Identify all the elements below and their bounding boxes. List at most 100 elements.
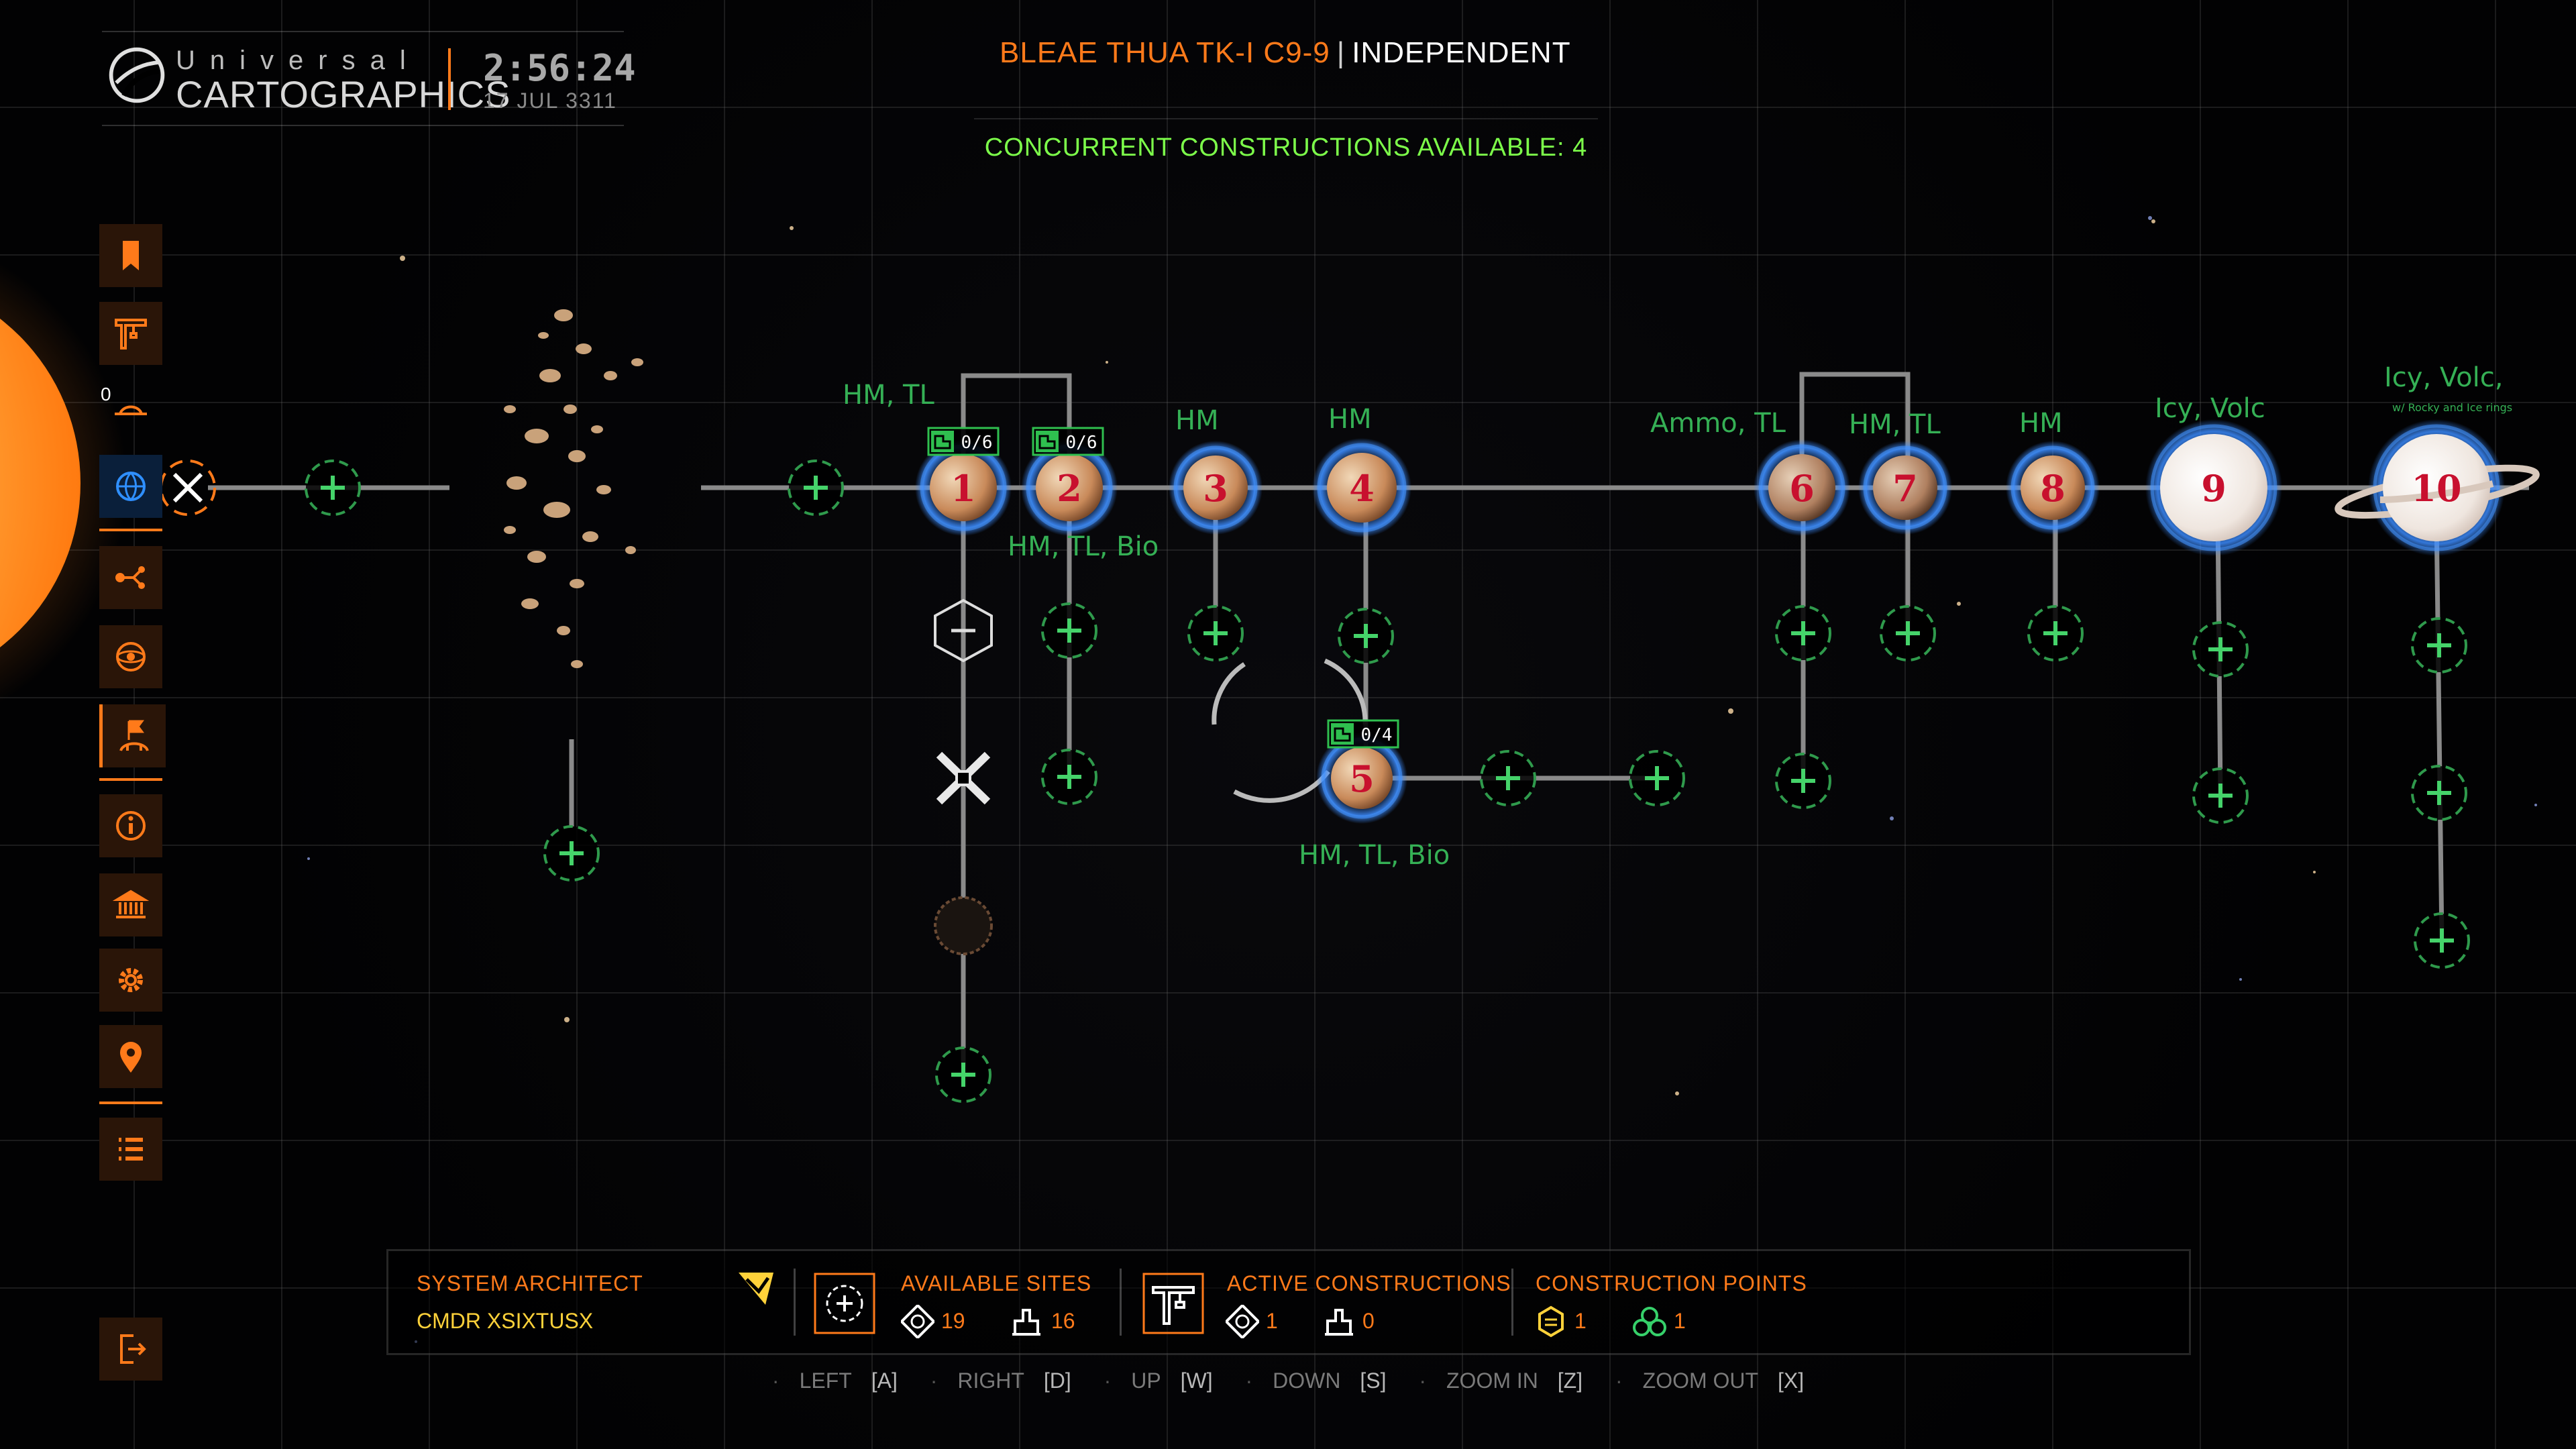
build-site-plus-icon[interactable]: [2192, 767, 2249, 824]
build-site-plus-icon[interactable]: [2411, 617, 2467, 674]
planet-economy-tag: HM: [2019, 408, 2063, 439]
route-icon: [115, 566, 145, 589]
planet-number: 8: [2040, 467, 2065, 510]
control-right[interactable]: ·RIGHT [D]: [930, 1368, 1071, 1393]
build-site-plus-icon[interactable]: [1775, 753, 1831, 809]
game-date: 17 JUL 3311: [483, 89, 617, 113]
moon-dark-marker[interactable]: [934, 896, 993, 955]
build-site-plus-icon[interactable]: [1187, 605, 1244, 661]
sidebar-location[interactable]: [99, 1025, 162, 1088]
panel-divider: [1511, 1269, 1513, 1336]
brand-line-2: CARTOGRAPHICS: [176, 73, 511, 115]
planet-1[interactable]: 1: [915, 439, 1012, 536]
control-left[interactable]: ·LEFT [A]: [771, 1368, 898, 1393]
architect-label: SYSTEM ARCHITECT: [417, 1271, 643, 1295]
planet-9[interactable]: 9: [2145, 419, 2282, 556]
settings-icon: [119, 968, 143, 992]
planet-3[interactable]: 3: [1169, 441, 1263, 535]
planet-economy-tag: Ammo, TL: [1650, 408, 1786, 439]
construction-points-label: CONSTRUCTION POINTS: [1536, 1271, 1807, 1295]
build-site-plus-icon[interactable]: [543, 825, 600, 881]
planet-economy-tag: Icy, Volc: [2155, 393, 2265, 424]
architect-flag-icon[interactable]: [736, 1270, 776, 1307]
tier2-points-count: 1: [1574, 1309, 1587, 1333]
control-zoom-out[interactable]: ·ZOOM OUT [X]: [1615, 1368, 1805, 1393]
architect-name: CMDR XSIXTUSX: [417, 1309, 594, 1333]
planet-7[interactable]: 7: [1858, 441, 1952, 535]
build-site-plus-icon[interactable]: [2411, 765, 2467, 821]
asteroid-belt[interactable]: [504, 309, 643, 668]
cartographics-logo-icon: [109, 47, 165, 103]
planet-6[interactable]: 6: [1754, 439, 1850, 536]
build-site-plus-icon[interactable]: [2192, 621, 2249, 678]
star-sun[interactable]: [0, 228, 127, 738]
sidebar-bookmarks[interactable]: [99, 224, 162, 287]
planet-number: 10: [2411, 467, 2461, 510]
build-site-plus-icon[interactable]: [2414, 912, 2470, 969]
planet-10[interactable]: 10: [2334, 419, 2540, 556]
government-icon: [112, 890, 150, 918]
panel-divider: [794, 1269, 796, 1336]
control-down[interactable]: ·DOWN [S]: [1245, 1368, 1387, 1393]
controls-hint: ·LEFT [A] ·RIGHT [D] ·UP [W] ·DOWN [S] ·…: [0, 1368, 2576, 1393]
build-site-plus-icon[interactable]: [1775, 605, 1831, 661]
landing-pad-icon: [115, 405, 147, 415]
planet-number: 5: [1349, 757, 1375, 800]
sidebar-exit[interactable]: [99, 1318, 162, 1381]
sidebar-planet-scan[interactable]: [99, 625, 162, 688]
planet-4[interactable]: 4: [1312, 438, 1411, 537]
build-site-plus-icon[interactable]: [1480, 750, 1536, 806]
bookmark-icon: [123, 241, 139, 270]
planet-economy-tag: HM, TL: [1849, 409, 1941, 440]
sidebar-construction[interactable]: [99, 302, 162, 365]
build-site-plus-icon[interactable]: [788, 460, 844, 516]
planet-number: 9: [2201, 467, 2226, 510]
build-site-plus-icon[interactable]: [1041, 749, 1097, 805]
build-site-plus-icon[interactable]: [1041, 602, 1097, 659]
surface-station-icon: [1325, 1309, 1353, 1336]
outpost-marker[interactable]: [936, 751, 991, 805]
sidebar-landing[interactable]: [99, 376, 162, 439]
build-site-plus-icon[interactable]: [935, 1046, 991, 1103]
available-sites-label: AVAILABLE SITES: [901, 1271, 1092, 1295]
planet-scan-icon: [116, 642, 146, 672]
sidebar-colonisation[interactable]: [99, 704, 166, 767]
station-coriolis-marker[interactable]: [934, 598, 993, 663]
system-name: BLEAE THUA TK-I C9-9: [1000, 36, 1330, 69]
divider: [448, 48, 451, 110]
sidebar-divider: [99, 778, 162, 781]
control-zoom-in[interactable]: ·ZOOM IN [Z]: [1419, 1368, 1583, 1393]
exit-icon: [120, 1334, 146, 1364]
sidebar-list[interactable]: [99, 1118, 162, 1181]
build-site-plus-icon[interactable]: [1338, 608, 1394, 664]
tier3-points-icon: [1633, 1307, 1666, 1336]
nav-beacon[interactable]: [160, 460, 216, 516]
build-site-plus-icon[interactable]: [2027, 605, 2084, 661]
system-architect-panel: SYSTEM ARCHITECT CMDR XSIXTUSX AVAILABLE…: [386, 1249, 2191, 1355]
system-title: BLEAE THUA TK-I C9-9|INDEPENDENT: [1000, 36, 1571, 70]
sidebar-route[interactable]: [99, 546, 162, 609]
sidebar-settings[interactable]: [99, 949, 162, 1012]
sidebar-info[interactable]: [99, 794, 162, 857]
planet-5[interactable]: 5: [1316, 733, 1407, 824]
planet-ring-note: w/ Rocky and Ice rings: [2392, 401, 2513, 414]
control-up[interactable]: ·UP [W]: [1104, 1368, 1213, 1393]
sidebar-divider: [99, 529, 162, 531]
active-space-count: 1: [1266, 1309, 1278, 1333]
planet-2[interactable]: 2: [1021, 439, 1118, 536]
sidebar-system-map[interactable]: [99, 455, 162, 518]
build-site-plus-icon[interactable]: [305, 460, 361, 516]
planet-number: 6: [1789, 467, 1815, 510]
sidebar-government[interactable]: [99, 873, 162, 936]
planet-number: 4: [1349, 467, 1375, 510]
tier2-points-icon: [1538, 1305, 1564, 1338]
globe-icon: [116, 472, 146, 502]
available-space-count: 19: [941, 1309, 965, 1333]
build-site-plus-icon[interactable]: [1629, 750, 1685, 806]
system-government: INDEPENDENT: [1352, 36, 1571, 69]
build-site-plus-icon[interactable]: [1880, 605, 1936, 661]
location-pin-icon: [120, 1042, 142, 1073]
flag-colony-icon: [119, 720, 149, 751]
planet-8[interactable]: 8: [2006, 441, 2100, 535]
